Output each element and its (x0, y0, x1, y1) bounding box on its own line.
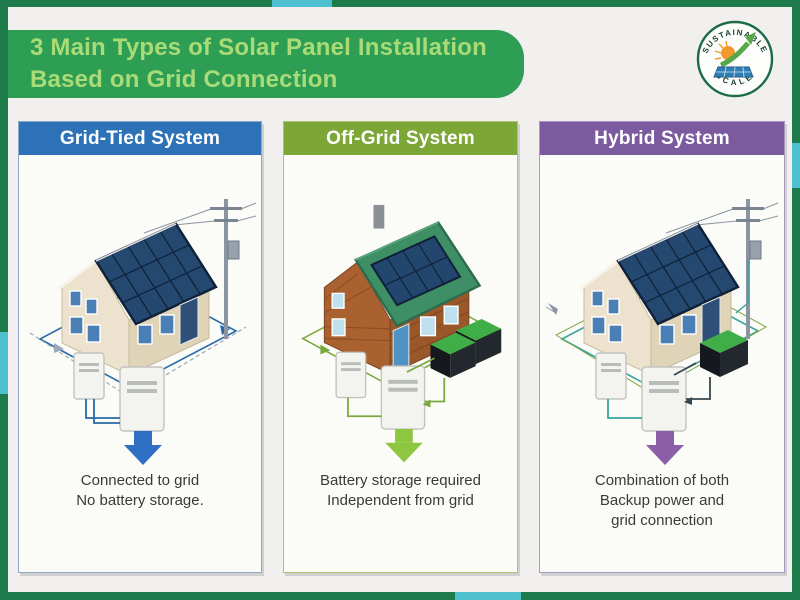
panel-grid-tied-title: Grid-Tied System (59, 127, 221, 149)
meter-box (73, 352, 105, 400)
caption-line: Battery storage required (320, 472, 481, 489)
down-arrow (124, 431, 162, 465)
house-door (179, 296, 199, 346)
panel-hybrid: Hybrid System (539, 121, 785, 573)
logo-solar-panel-icon (713, 66, 754, 78)
inverter-box (119, 366, 165, 432)
connection-wires (346, 357, 445, 418)
logo-leaf-arrow-icon (719, 32, 756, 68)
panel-grid-tied-header: Grid-Tied System (19, 122, 261, 155)
grid-tied-illustration (29, 199, 256, 465)
house (57, 222, 218, 376)
grid-tied-caption: Connected to grid No battery storage. (19, 471, 261, 511)
charge-controller-box (334, 351, 366, 399)
hybrid-illustration (545, 199, 779, 465)
panel-off-grid-title: Off-Grid System (326, 127, 475, 149)
solar-panel-array (616, 222, 740, 326)
house-windows (69, 290, 175, 345)
frame-accent-top (272, 0, 332, 7)
connection-wires (85, 399, 120, 424)
house-windows (591, 290, 697, 345)
wire-arrowhead (684, 397, 692, 405)
down-arrow (646, 431, 684, 465)
frame-bar-top (0, 0, 800, 7)
panel-off-grid-header: Off-Grid System (284, 122, 517, 155)
page-title-line2: Based on Grid Connection (30, 66, 338, 93)
frame-accent-bottom (455, 592, 521, 600)
page-title-line1: 3 Main Types of Solar Panel Installation (30, 34, 487, 61)
caption-line: grid connection (611, 512, 713, 529)
utility-pole (665, 199, 779, 339)
panel-grid-tied: Grid-Tied System (18, 121, 262, 573)
house (579, 222, 740, 376)
panel-hybrid-header: Hybrid System (540, 122, 784, 155)
caption-line: Backup power and (599, 492, 725, 509)
frame-accent-left (0, 332, 8, 394)
frame-bar-right (792, 0, 800, 600)
frame-accent-right (792, 143, 800, 188)
hybrid-inverter-box (641, 366, 687, 432)
connection-wires (607, 362, 711, 419)
down-arrow (384, 429, 423, 463)
title-banner: 3 Main Types of Solar Panel Installation… (8, 30, 524, 98)
wire-arrowhead (422, 399, 430, 408)
off-grid-illustration (300, 204, 501, 463)
off-grid-caption: Battery storage required Independent fro… (284, 471, 517, 511)
caption-line: Independent from grid (327, 492, 474, 509)
cabin (323, 204, 481, 378)
caption-line: No battery storage. (76, 492, 204, 509)
caption-line: Connected to grid (80, 472, 200, 489)
caption-line: Combination of both (594, 472, 730, 489)
inverter-box (380, 365, 425, 430)
frame-bar-bottom (0, 592, 800, 600)
cabin-windows (331, 292, 459, 337)
cabin-door (392, 323, 409, 374)
chimney (372, 204, 384, 229)
battery (700, 330, 748, 377)
panel-hybrid-title: Hybrid System (594, 127, 730, 149)
utility-pole (143, 199, 256, 339)
frame-bar-left (0, 0, 8, 600)
sustainable-scale-logo: SUSTAINABLE SCALE (696, 20, 774, 98)
solar-panel-array (94, 222, 218, 326)
hybrid-caption: Combination of both Backup power and gri… (540, 471, 784, 531)
meter-box (595, 352, 627, 400)
panel-off-grid: Off-Grid System (283, 121, 518, 573)
cabin-solar-array (369, 235, 461, 307)
battery-bank (429, 318, 501, 378)
